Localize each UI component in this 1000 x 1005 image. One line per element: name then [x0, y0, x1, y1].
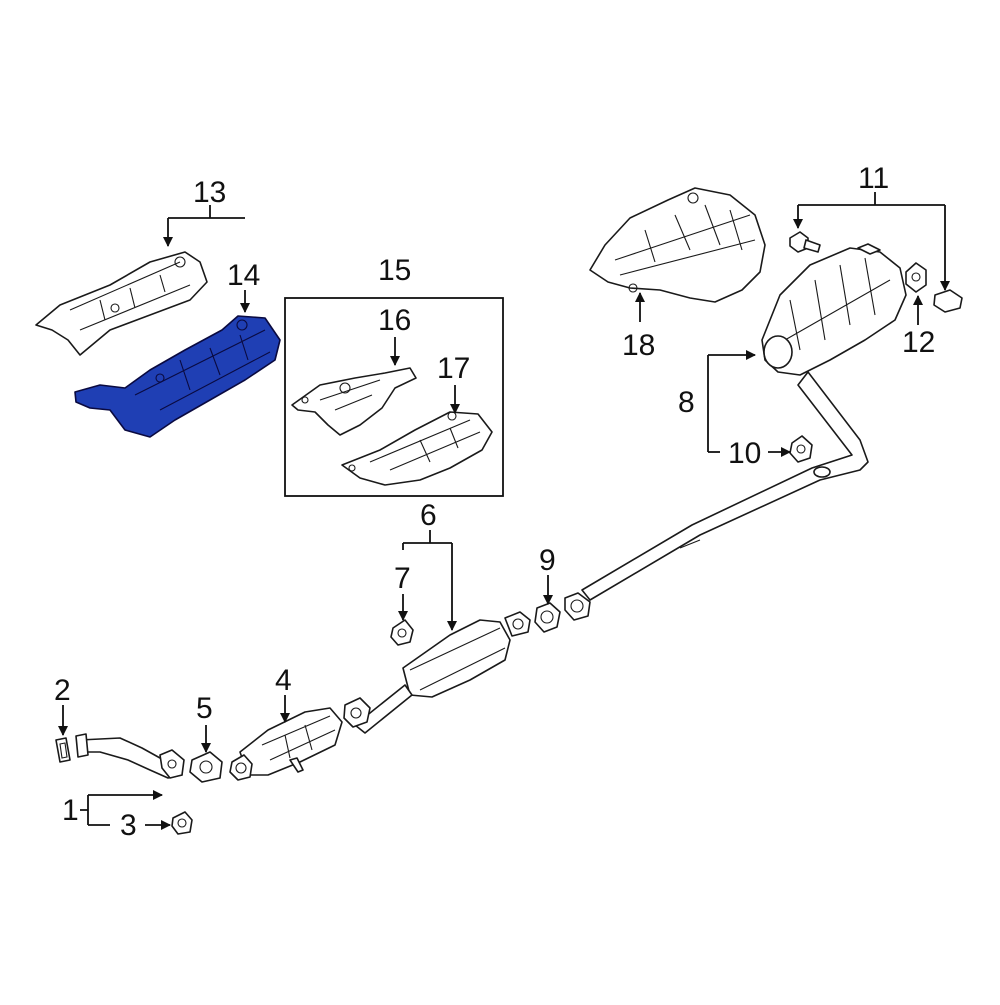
- heat-shield-14-highlighted[interactable]: [74, 315, 281, 438]
- callout-10[interactable]: 10: [728, 437, 761, 470]
- heat-shield-18[interactable]: [589, 187, 766, 303]
- callout-6[interactable]: 6: [420, 499, 437, 532]
- converter-4[interactable]: [229, 707, 343, 781]
- callout-13[interactable]: 13: [193, 176, 226, 209]
- gasket-5[interactable]: [189, 751, 223, 783]
- kit-box-15: [284, 297, 504, 497]
- callout-7[interactable]: 7: [394, 562, 411, 595]
- center-muffler-6[interactable]: [343, 611, 531, 734]
- callout-15[interactable]: 15: [378, 254, 411, 287]
- hanger-12[interactable]: [905, 262, 927, 293]
- callout-2[interactable]: 2: [54, 674, 71, 707]
- callout-4[interactable]: 4: [275, 664, 292, 697]
- callout-12[interactable]: 12: [902, 326, 935, 359]
- hanger-7[interactable]: [390, 619, 414, 646]
- flange-rear[interactable]: [564, 592, 591, 621]
- hanger-10[interactable]: [789, 435, 813, 463]
- callout-17[interactable]: 17: [437, 352, 470, 385]
- callout-9[interactable]: 9: [539, 544, 556, 577]
- callout-5[interactable]: 5: [196, 692, 213, 725]
- callout-11[interactable]: 11: [858, 162, 889, 195]
- leader-lines: [58, 192, 950, 830]
- heat-shield-16[interactable]: [291, 367, 417, 436]
- rear-pipe[interactable]: [581, 371, 869, 601]
- callout-1[interactable]: 1: [62, 794, 79, 827]
- callout-8[interactable]: 8: [678, 386, 695, 419]
- callout-16[interactable]: 16: [378, 304, 411, 337]
- muffler-8[interactable]: [761, 243, 907, 376]
- front-pipe-1[interactable]: [75, 733, 185, 779]
- bolt-11[interactable]: [789, 231, 821, 253]
- bracket-11[interactable]: [933, 289, 963, 313]
- heat-shield-17[interactable]: [341, 411, 493, 486]
- heat-shield-13[interactable]: [35, 251, 208, 356]
- callout-18[interactable]: 18: [622, 329, 655, 362]
- callout-14[interactable]: 14: [227, 259, 260, 292]
- callout-3[interactable]: 3: [120, 809, 137, 842]
- callout-labels: 1 2 3 4 5 6 7 8 9 10 11 12 13 14 15 16 1…: [54, 162, 935, 842]
- gasket-9[interactable]: [534, 602, 561, 633]
- hanger-3[interactable]: [171, 811, 193, 835]
- gasket-2[interactable]: [55, 737, 71, 763]
